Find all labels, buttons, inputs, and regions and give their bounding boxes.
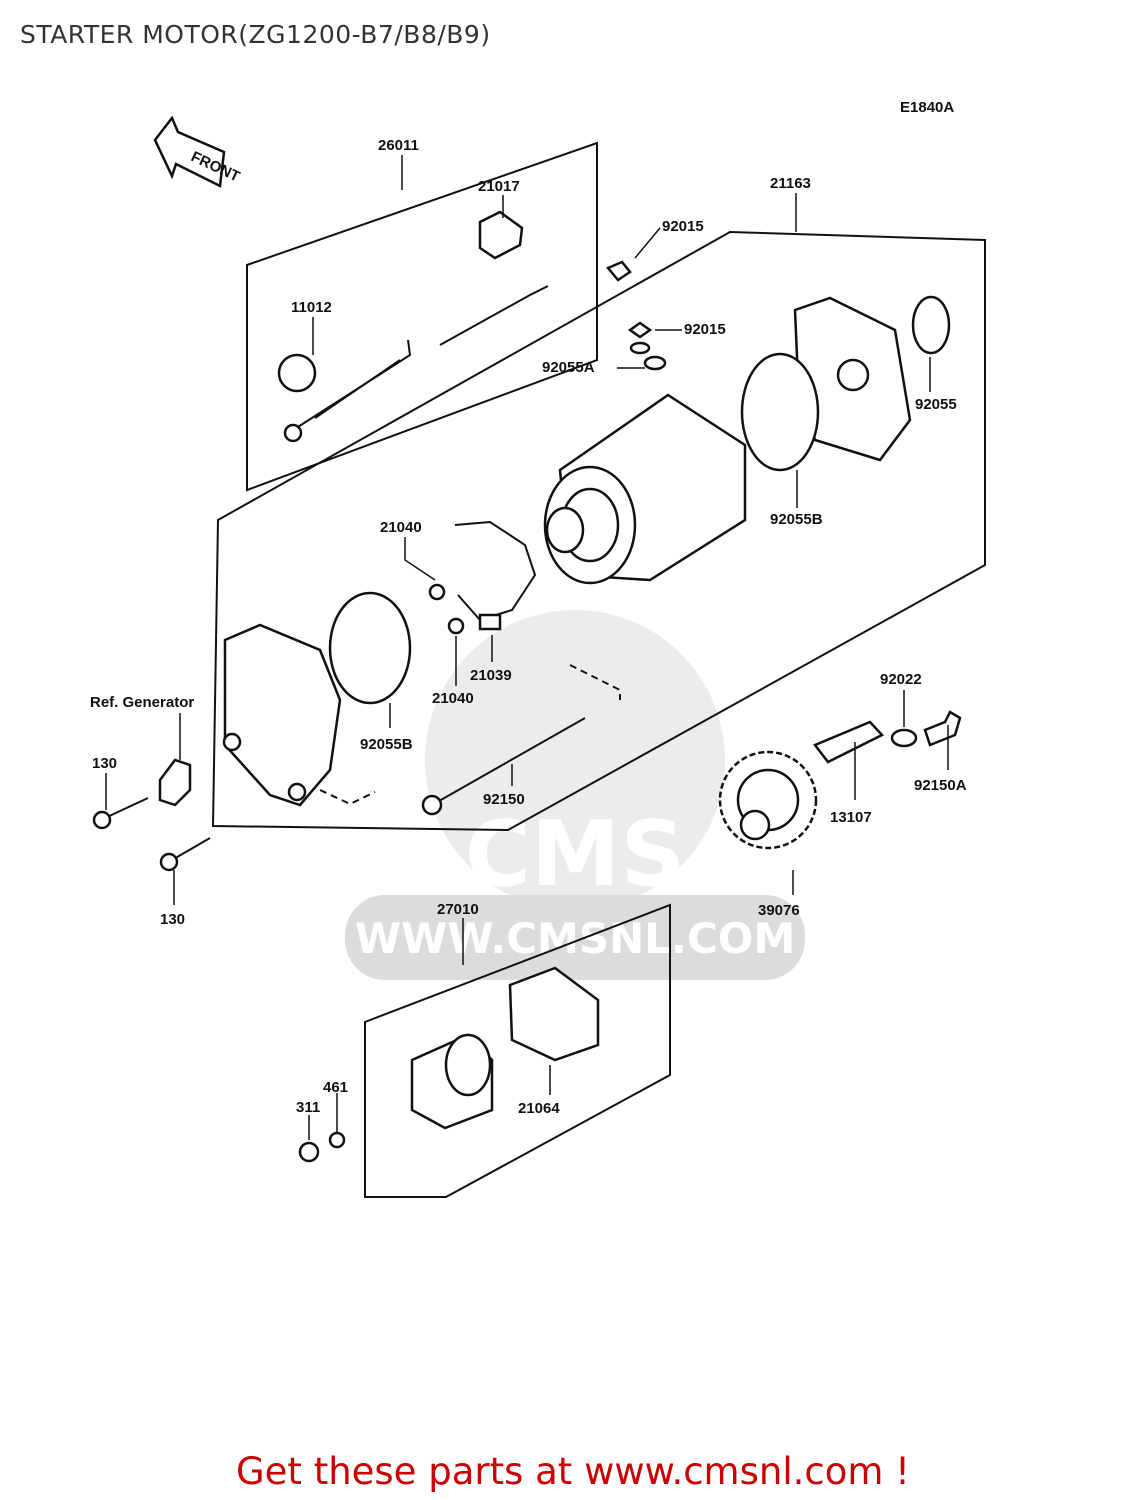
washer-icon: [890, 728, 918, 748]
footer-promo: Get these parts at www.cmsnl.com !: [235, 1450, 910, 1493]
brush-plate-icon: [454, 520, 537, 622]
o-ring-icon: [328, 591, 412, 705]
label-92015-bottom: 92015: [684, 321, 726, 338]
exploded-parts-diagram: CMS WWW.CMSNL.COM FRONT E1840A 26011 210…: [90, 99, 986, 1198]
diagram-code: E1840A: [900, 99, 954, 116]
bolt-icon: [923, 710, 962, 747]
group-21163: 21163 92015 92015 92055A 92055 92055B 21…: [211, 175, 986, 832]
label-21064: 21064: [518, 1100, 560, 1117]
label-130-top: 130: [92, 755, 117, 772]
page-title: STARTER MOTOR(ZG1200-B7/B8/B9): [20, 20, 491, 49]
bolt-icon: [104, 797, 149, 819]
label-21163: 21163: [770, 175, 811, 192]
nut-icon: [298, 1141, 320, 1163]
bracket-icon: [158, 758, 192, 807]
cms-watermark: CMS WWW.CMSNL.COM: [345, 610, 805, 980]
label-39076: 39076: [758, 902, 800, 919]
label-92015-top: 92015: [662, 218, 704, 235]
label-92022: 92022: [880, 671, 922, 688]
relay-housing-icon: [508, 966, 600, 1062]
watermark-url: WWW.CMSNL.COM: [355, 914, 796, 963]
o-ring-icon: [911, 295, 951, 355]
label-92055B-left: 92055B: [360, 736, 413, 753]
label-92055: 92055: [915, 396, 957, 413]
label-92055B-top: 92055B: [770, 511, 823, 528]
label-461: 461: [323, 1079, 348, 1096]
group-26011: 26011 21017 11012: [246, 137, 598, 492]
rubber-boot-icon: [277, 353, 317, 393]
group-27010: 27010 21064 311 461: [296, 901, 671, 1198]
bracket-group: Ref. Generator 130 130: [90, 694, 211, 928]
label-26011: 26011: [378, 137, 419, 154]
nut-icon: [605, 260, 632, 282]
label-21040-bottom: 21040: [432, 690, 474, 707]
washer-icon: [328, 1131, 346, 1149]
label-130-bottom: 130: [160, 911, 185, 928]
label-21039: 21039: [470, 667, 512, 684]
label-11012: 11012: [291, 299, 332, 316]
bolt-icon: [171, 837, 211, 861]
brush-icon: [478, 613, 502, 631]
gear-group: 39076 13107 92022 92150A: [718, 671, 967, 919]
spring-icon: [447, 617, 465, 635]
front-cover-icon: [223, 623, 342, 807]
label-92055A: 92055A: [542, 359, 595, 376]
label-311: 311: [296, 1099, 320, 1116]
label-92150: 92150: [483, 791, 525, 808]
through-bolt-icon: [431, 717, 586, 806]
front-arrow-icon: FRONT: [153, 115, 242, 188]
label-21040-top: 21040: [380, 519, 422, 536]
shaft-icon: [813, 720, 885, 764]
ref-generator-note: Ref. Generator: [90, 694, 194, 711]
label-13107: 13107: [830, 809, 872, 826]
watermark-brand: CMS: [465, 802, 685, 907]
o-ring-icon: [740, 352, 820, 472]
spring-icon: [428, 583, 446, 601]
label-92150A: 92150A: [914, 777, 967, 794]
label-27010: 27010: [437, 901, 479, 918]
nut-icon: [627, 321, 653, 339]
label-21017: 21017: [478, 178, 520, 195]
terminal-cap-icon: [478, 210, 524, 260]
